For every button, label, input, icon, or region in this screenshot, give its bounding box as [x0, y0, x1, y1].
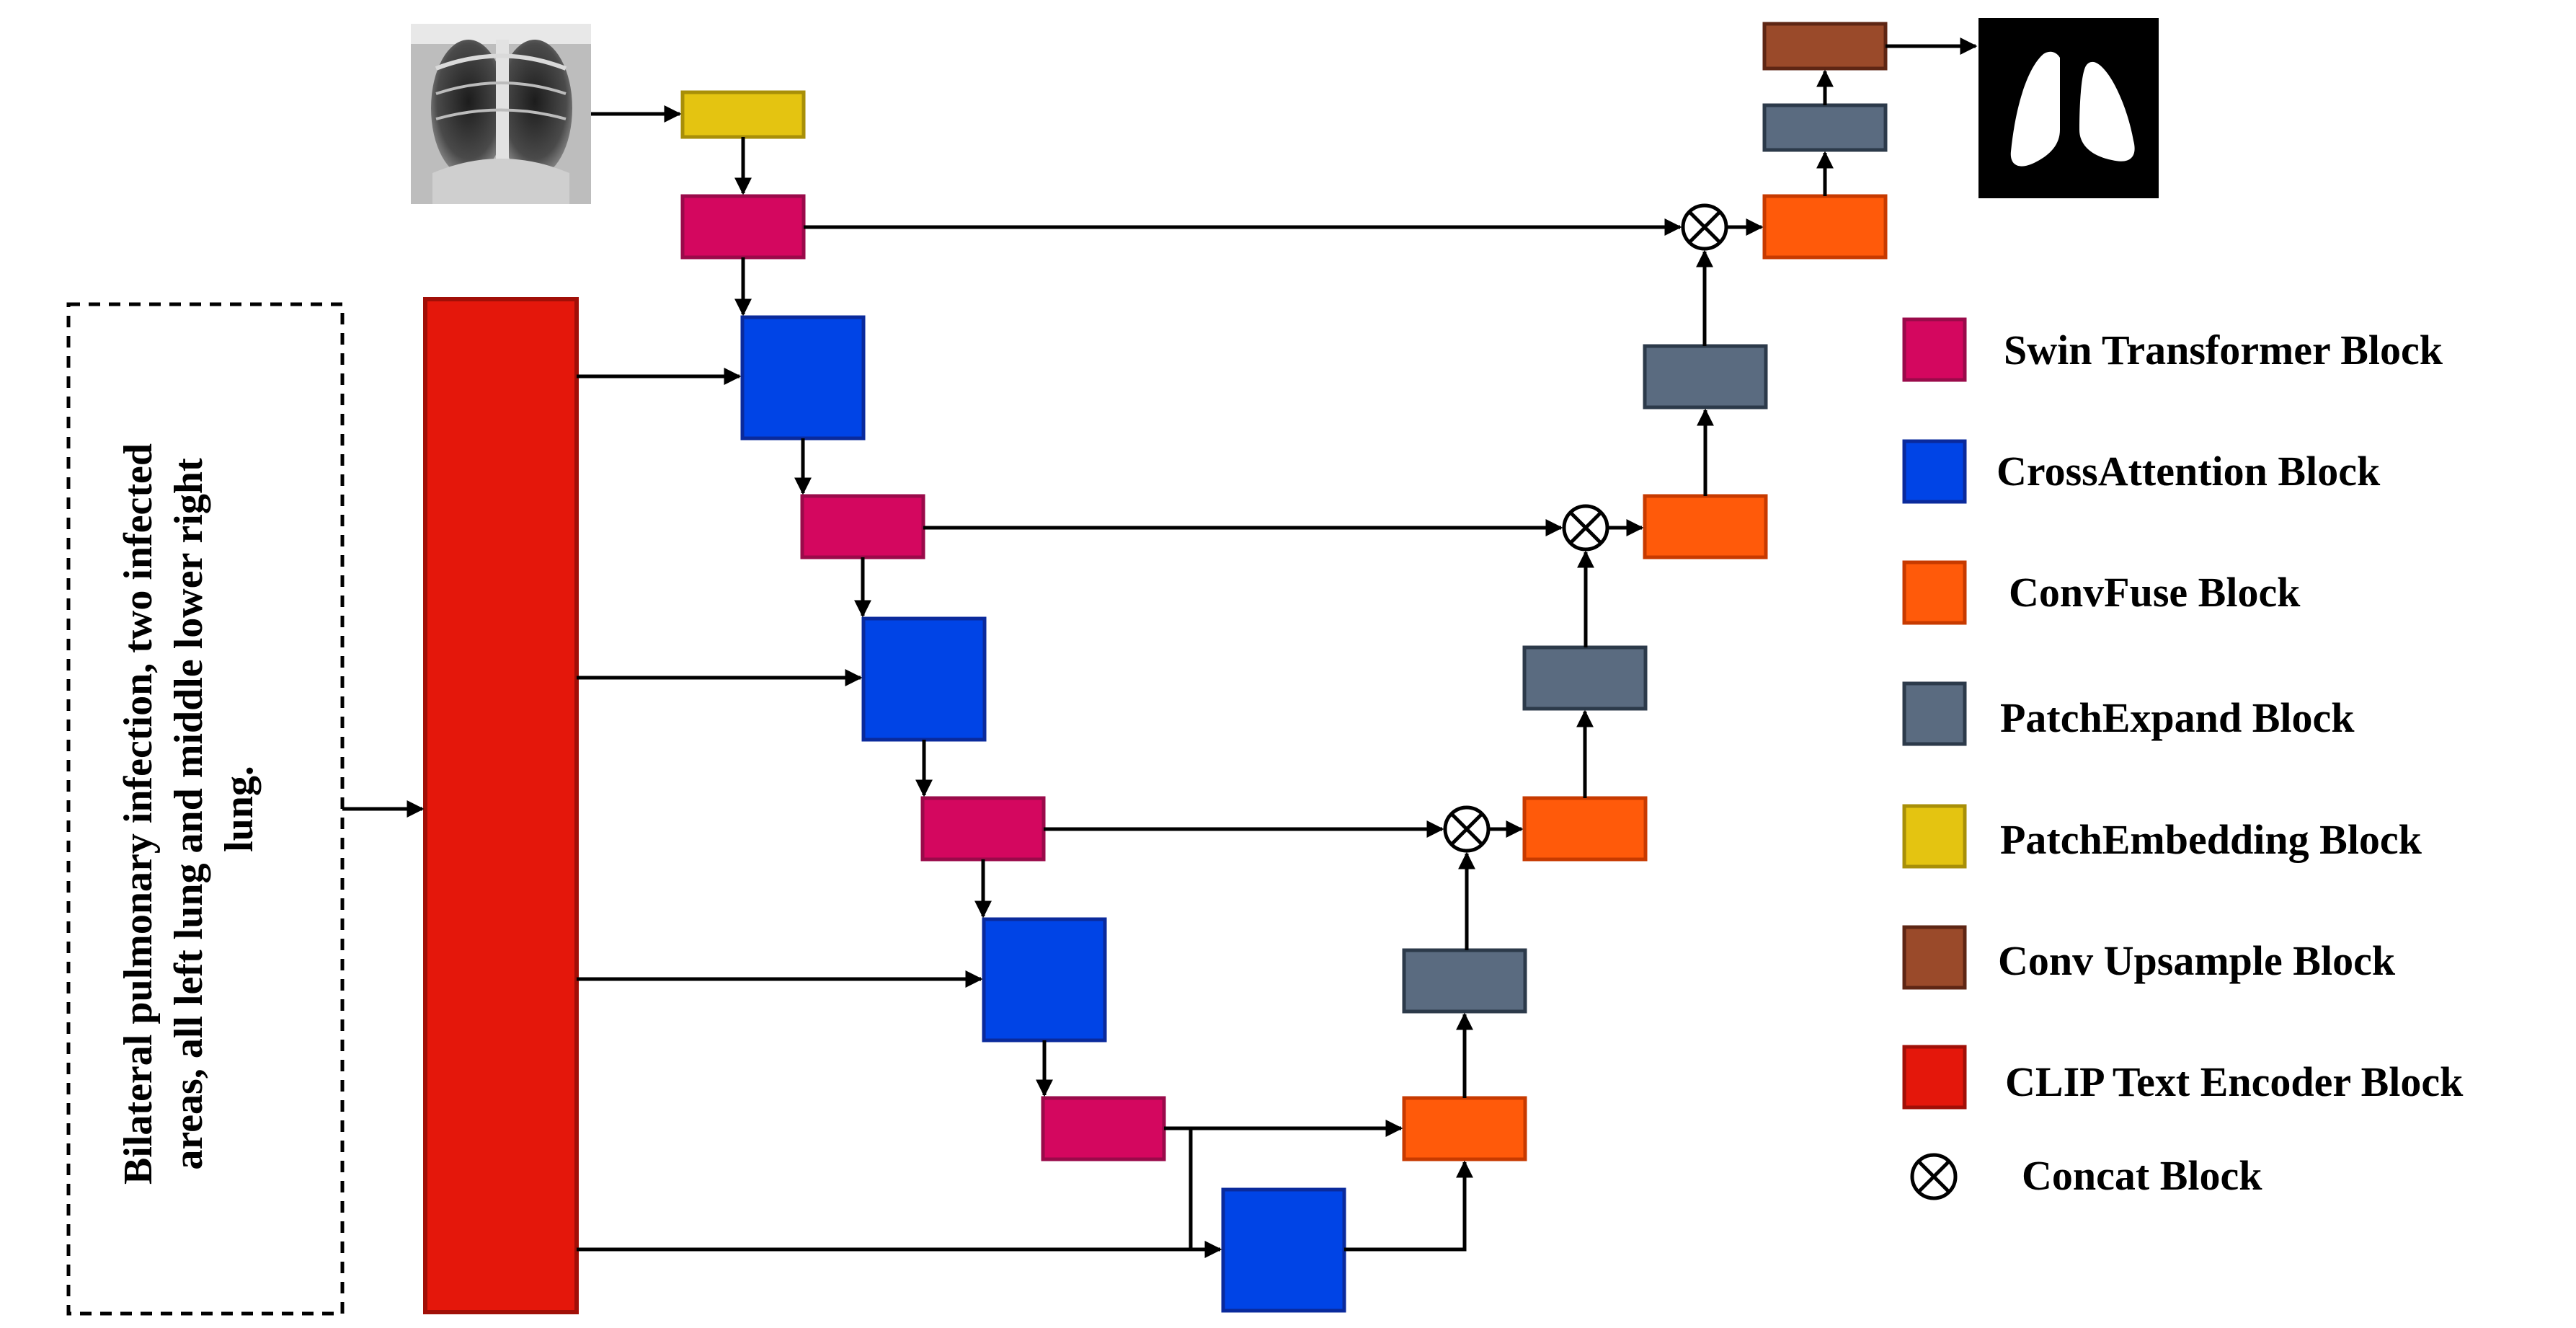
legend-label-clip: CLIP Text Encoder Block — [2005, 1058, 2464, 1105]
concat-symbol-3 — [1681, 203, 1728, 251]
connectors — [342, 37, 1978, 1258]
concat-symbol-1 — [1443, 805, 1491, 853]
patch-embedding-block — [680, 90, 806, 139]
lung-segmentation-mask — [1978, 18, 2159, 198]
crossattention-block-4 — [1221, 1187, 1346, 1313]
swin-block-1 — [680, 194, 806, 260]
crossattention-block-1 — [740, 315, 866, 441]
convfuse-block-4 — [1762, 194, 1888, 260]
conv-upsample-block — [1762, 22, 1888, 71]
swin-block-2 — [800, 494, 925, 559]
convfuse-block-1 — [1402, 1096, 1527, 1161]
legend-swatch-patchexpand — [1902, 681, 1967, 746]
legend-label-patchembed: PatchEmbedding Block — [2000, 816, 2422, 863]
svg-text:Bilateral pulmonary infection,: Bilateral pulmonary infection, two infec… — [116, 433, 262, 1185]
legend-swatch-patchembed — [1902, 804, 1967, 869]
legend-label-convfuse: ConvFuse Block — [2009, 569, 2301, 616]
patchexpand-block-4 — [1762, 103, 1888, 152]
legend-label-concat: Concat Block — [2022, 1152, 2262, 1199]
swin-block-4 — [1041, 1096, 1166, 1161]
convfuse-block-2 — [1522, 796, 1648, 862]
legend-swatch-swin — [1902, 317, 1967, 382]
crossattention-block-3 — [982, 917, 1107, 1043]
text-prompt-box: Bilateral pulmonary infection, two infec… — [66, 302, 345, 1316]
concat-symbol-2 — [1562, 504, 1609, 552]
legend-swatch-clip — [1902, 1045, 1967, 1110]
caption-line-1: Bilateral pulmonary infection, two infec… — [116, 443, 161, 1185]
patchexpand-block-2 — [1522, 645, 1648, 711]
convfuse-block-3 — [1643, 494, 1768, 559]
caption-line-3: lung. — [217, 766, 262, 852]
legend-label-convup: Conv Upsample Block — [1998, 937, 2396, 984]
legend-label-swin: Swin Transformer Block — [2004, 327, 2443, 373]
legend: Swin Transformer Block CrossAttention Bl… — [1902, 317, 2464, 1200]
legend-concat-symbol — [1910, 1153, 1958, 1200]
crossattention-block-2 — [861, 616, 987, 742]
caption-line-2: areas, all left lung and middle lower ri… — [166, 458, 211, 1170]
legend-swatch-cross — [1902, 439, 1967, 504]
legend-swatch-convfuse — [1902, 560, 1967, 625]
legend-label-patchexpand: PatchExpand Block — [2000, 694, 2355, 741]
legend-label-cross: CrossAttention Block — [1997, 448, 2381, 495]
clip-text-encoder-block — [423, 297, 579, 1314]
swin-block-3 — [920, 796, 1046, 862]
legend-swatch-convup — [1902, 925, 1967, 990]
patchexpand-block-1 — [1402, 948, 1527, 1014]
patchexpand-block-3 — [1643, 344, 1768, 410]
chest-xray-image — [411, 24, 591, 204]
